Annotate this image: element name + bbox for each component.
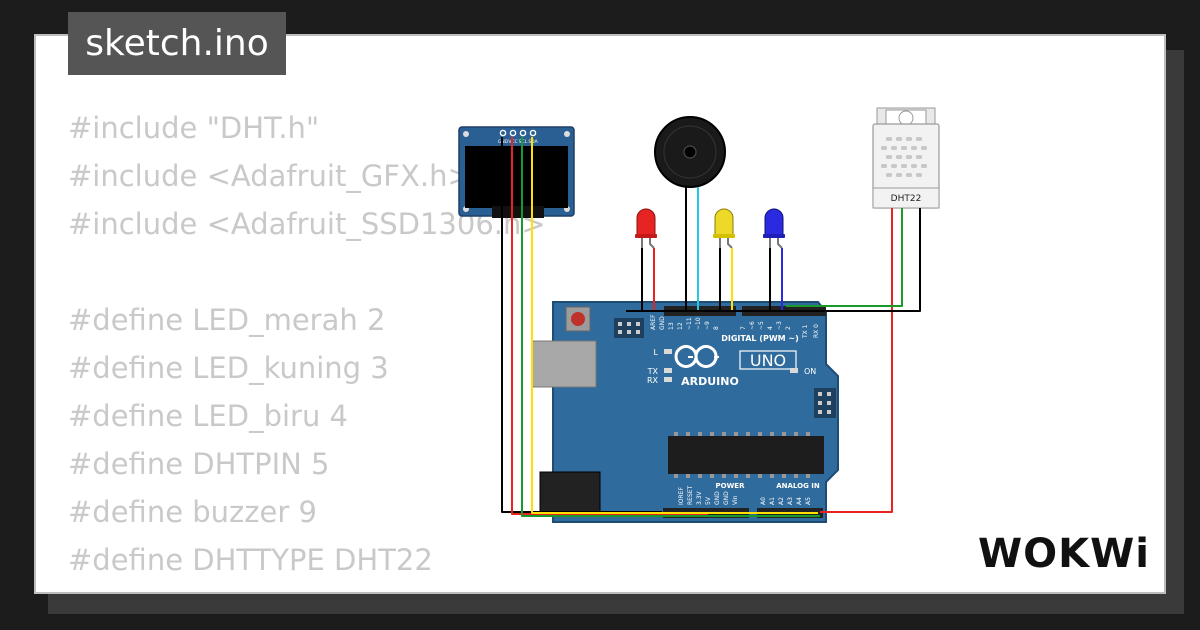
- pin-label: 12: [677, 322, 684, 330]
- pin-label: ~9: [704, 321, 711, 330]
- pin-label: 7: [740, 326, 747, 330]
- board-tx-label: TX: [647, 367, 659, 376]
- wire-oled-sda: [531, 137, 818, 514]
- pin-label: GND: [714, 491, 721, 505]
- code-line: #define DHTPIN 5: [68, 447, 330, 481]
- pin-label: 4: [767, 326, 774, 330]
- board-on-label: ON: [804, 367, 816, 376]
- pin-label: 3.3V: [696, 490, 703, 505]
- pin-label: RESET: [687, 485, 694, 505]
- pin-label: RX 0: [813, 324, 820, 338]
- board-power-label: POWER: [716, 482, 746, 490]
- pin-label: AREF: [650, 314, 657, 330]
- pin-label: IOREF: [678, 487, 685, 505]
- wire-dht-vcc: [820, 208, 893, 513]
- file-tab-label: sketch.ino: [85, 23, 269, 64]
- pin-label: ~3: [776, 321, 783, 330]
- dht22-sensor[interactable]: DHT22: [872, 107, 940, 209]
- pin-label: 2: [785, 326, 792, 330]
- wire-dht-data: [786, 208, 903, 307]
- code-line: #define LED_merah 2: [68, 303, 386, 337]
- dht22-vents: [881, 137, 927, 177]
- wires: [501, 137, 921, 517]
- pin-label: ~10: [695, 317, 702, 330]
- pin-label: 13: [668, 322, 675, 330]
- code-line: #define LED_biru 4: [68, 399, 349, 433]
- arduino-uno-board[interactable]: UNO ARDUINO DIGITAL (PWM ~) POWER ANALOG…: [531, 301, 839, 523]
- led-blue[interactable]: [763, 208, 785, 249]
- analog-pin-labels: A0 A1 A2 A3 A4 A5: [760, 497, 812, 505]
- board-l-label: L: [654, 348, 659, 357]
- oled-pin-label: GND: [498, 139, 509, 145]
- board-rx-label: RX: [647, 376, 659, 385]
- board-uno-label: UNO: [750, 351, 786, 370]
- pin-label: A1: [769, 497, 776, 505]
- pin-label: A4: [796, 497, 803, 505]
- board-digital-label: DIGITAL (PWM ~): [721, 334, 799, 343]
- pin-label: A2: [778, 497, 785, 505]
- dht22-label: DHT22: [891, 194, 922, 204]
- power-pin-labels: IOREF RESET 3.3V 5V GND GND Vin: [678, 485, 739, 505]
- code-line: #define buzzer 9: [68, 495, 317, 529]
- board-analog-label: ANALOG IN: [776, 482, 820, 490]
- oled-pin-label: SCL: [519, 139, 528, 145]
- top-pin-labels: AREF GND 13 12 ~11 ~10 ~9 8 7 ~6 ~5 4 ~3…: [650, 314, 820, 339]
- pin-label: GND: [659, 316, 666, 330]
- oled-pin-label: SDA: [528, 139, 538, 145]
- wire-oled-scl: [521, 137, 820, 517]
- code-line: #include "DHT.h": [68, 111, 320, 145]
- file-tab[interactable]: sketch.ino: [68, 12, 286, 75]
- code-line: #define DHTTYPE DHT22: [68, 543, 433, 577]
- led-yellow[interactable]: [713, 208, 735, 249]
- pin-label: ~5: [758, 321, 765, 330]
- buzzer[interactable]: [654, 116, 726, 188]
- led-red[interactable]: [635, 208, 657, 249]
- wokwi-logo-text: WOKWi: [978, 531, 1150, 577]
- pin-label: A5: [805, 497, 812, 505]
- pin-label: A3: [787, 497, 794, 505]
- pin-label: ~11: [686, 317, 693, 330]
- pin-label: Vin: [732, 495, 739, 505]
- board-brand-label: ARDUINO: [681, 375, 739, 388]
- wire-dht-gnd: [626, 208, 921, 312]
- pin-label: ~6: [749, 321, 756, 330]
- pin-label: A0: [760, 497, 767, 505]
- code-line: #define LED_kuning 3: [68, 351, 389, 385]
- pin-label: GND: [723, 491, 730, 505]
- code-line: #include <Adafruit_GFX.h>: [68, 159, 472, 193]
- pin-label: 8: [713, 326, 720, 330]
- pin-label: TX 1: [802, 324, 809, 339]
- wokwi-logo: WOKWi: [978, 531, 1150, 577]
- oled-display[interactable]: GND VCC SCL SDA: [458, 126, 575, 218]
- pin-label: 5V: [705, 496, 712, 505]
